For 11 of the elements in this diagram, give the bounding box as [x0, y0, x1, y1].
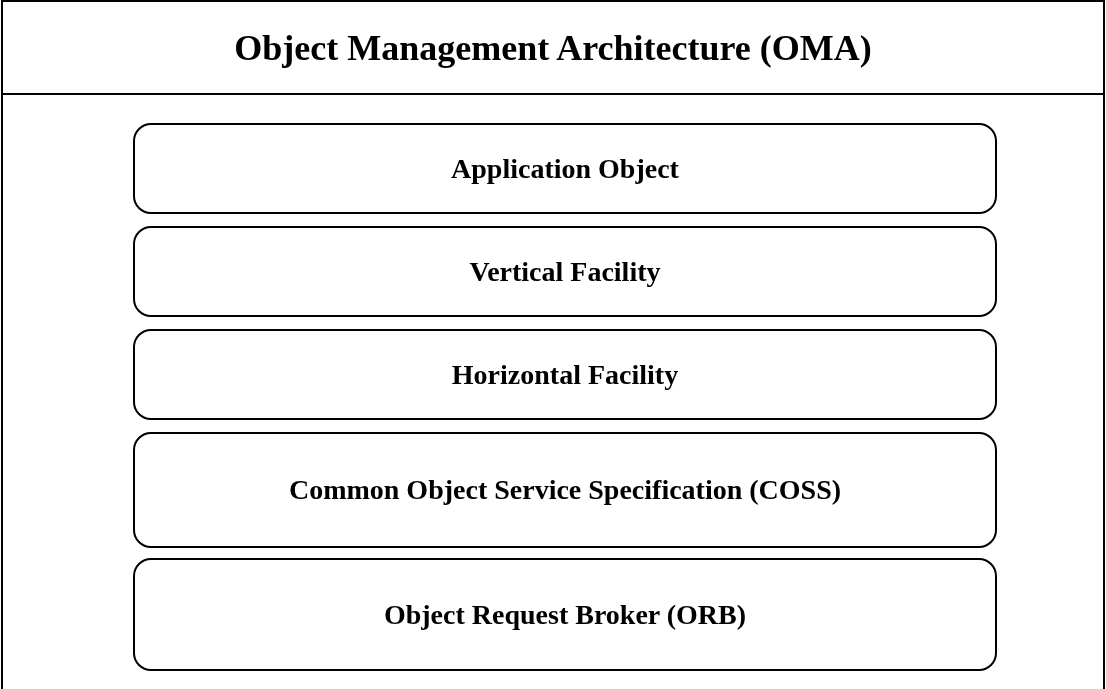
layer-box — [133, 226, 997, 317]
layer-box — [133, 123, 997, 214]
layer-label: Horizontal Facility — [451, 358, 679, 391]
layer-box — [133, 558, 997, 671]
layer-box — [133, 329, 997, 420]
layer-label: Common Object Service Specification (COSS) — [288, 474, 842, 506]
diagram-heading: Object Management Architecture (OMA) — [234, 26, 872, 69]
layer-box — [133, 432, 997, 548]
layer-label: Vertical Facility — [469, 255, 661, 288]
layer-label: Application Object — [451, 152, 679, 185]
layer-label: Object Request Broker (ORB) — [383, 598, 747, 631]
